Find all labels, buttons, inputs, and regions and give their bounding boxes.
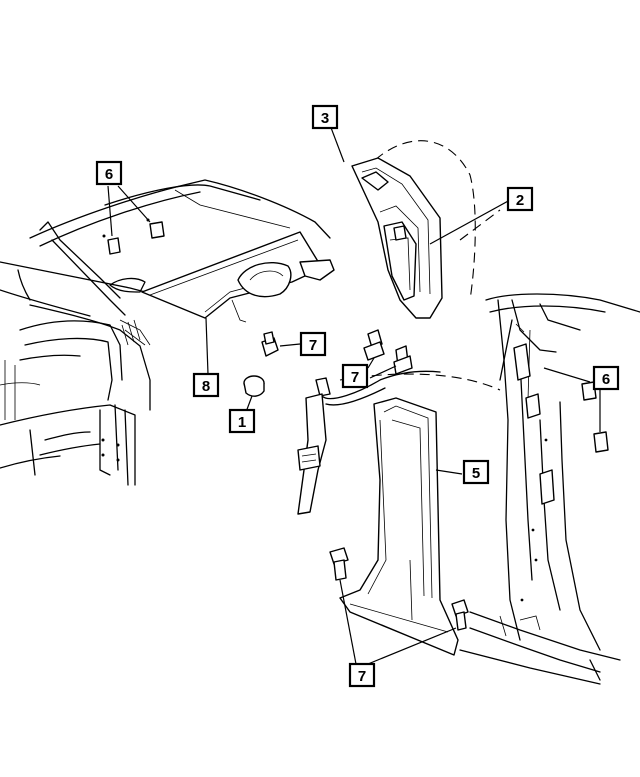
callout-6-right-label: 6 (602, 371, 610, 388)
callout-3: 3 (311, 104, 339, 130)
callout-2-label: 2 (516, 192, 524, 209)
screw-visor (261, 331, 279, 357)
callout-2: 2 (506, 186, 534, 212)
callout-1-label: 1 (238, 414, 246, 431)
callout-7-visor: 7 (299, 331, 327, 357)
dashboard-outline (0, 179, 331, 486)
callout-7-bottom-label: 7 (358, 668, 366, 685)
callout-7-bottom: 7 (348, 662, 376, 688)
leader-lines (107, 124, 601, 665)
callout-5: 5 (462, 459, 490, 485)
callout-8-label: 8 (202, 378, 210, 395)
callout-8: 8 (192, 372, 220, 398)
callout-1: 1 (228, 408, 256, 434)
lower-pillar-trim (339, 397, 459, 656)
callout-6-right: 6 (592, 365, 620, 391)
door-opening (459, 293, 640, 685)
seat-belt (297, 370, 441, 515)
callout-7-pillar-label: 7 (351, 369, 359, 386)
callout-5-label: 5 (472, 465, 480, 482)
sun-visor (141, 231, 335, 323)
clip-1 (243, 375, 265, 397)
callout-3-label: 3 (321, 110, 329, 127)
pillar-screws (363, 225, 413, 375)
callout-7-visor-label: 7 (309, 337, 317, 354)
screw-bottom-right (451, 599, 469, 631)
callout-6-left-label: 6 (105, 166, 113, 183)
callout-7-pillar: 7 (341, 363, 369, 389)
screw-bottom-left (329, 547, 349, 581)
clips-right (581, 381, 609, 453)
callout-6-left: 6 (95, 160, 123, 186)
header-clips (102, 218, 165, 255)
